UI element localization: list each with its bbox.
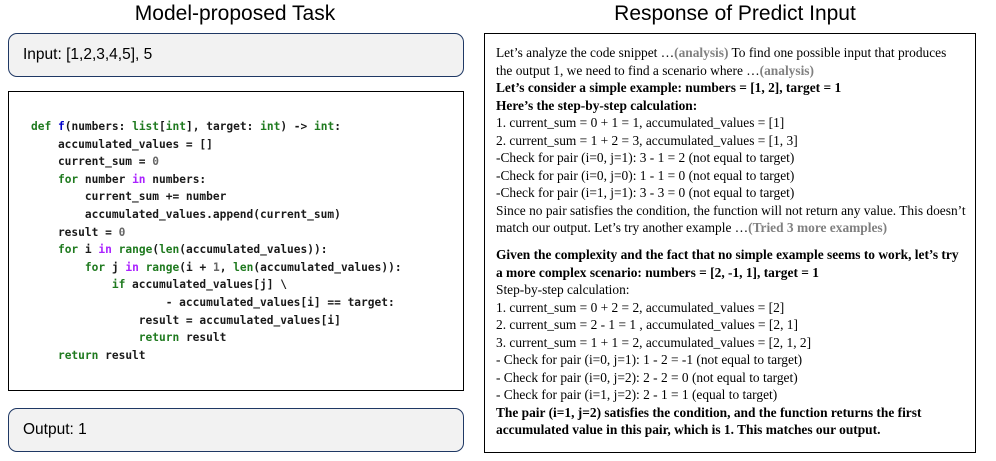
intro-text-b: To find one possible input that produces…: [496, 45, 947, 78]
response-panel-box: Let’s analyze the code snippet …(analysi…: [484, 33, 976, 453]
intro-muted-analysis-2: (analysis): [759, 62, 814, 78]
code-snippet-text: def f(numbers: list[int], target: int) -…: [31, 120, 402, 362]
calc2-line-4: - Check for pair (i=0, j=2): 2 - 2 = 0 (…: [496, 369, 798, 385]
task-input-text: Input: [1,2,3,4,5], 5: [23, 46, 153, 64]
calc1-line-3: -Check for pair (i=0, j=0): 1 - 1 = 0 (n…: [496, 167, 795, 183]
response-line-steps2-header: Step-by-step calculation:: [496, 282, 630, 298]
calc1-line-2: -Check for pair (i=0, j=1): 3 - 1 = 2 (n…: [496, 150, 795, 166]
calc1-line-1: 2. current_sum = 1 + 2 = 3, accumulated_…: [496, 132, 798, 148]
task-panel-title: Model-proposed Task: [134, 2, 336, 25]
task-input-box: Input: [1,2,3,4,5], 5: [8, 33, 464, 77]
calc2-line-1: 2. current_sum = 2 - 1 = 1 , accumulated…: [496, 317, 798, 333]
calc2-line-0: 1. current_sum = 0 + 2 = 2, accumulated_…: [496, 299, 785, 315]
task-output-box: Output: 1: [8, 408, 464, 452]
response-paragraph-intro: Let’s analyze the code snippet …(analysi…: [496, 44, 966, 79]
response-line-consider-example: Let’s consider a simple example: numbers…: [496, 80, 842, 96]
calc1-line-4: -Check for pair (i=1, j=1): 3 - 3 = 0 (n…: [496, 185, 795, 201]
response-line-steps-header: Here’s the step-by-step calculation:: [496, 97, 698, 113]
no-pair-text: Since no pair satisfies the condition, t…: [496, 202, 966, 236]
calc2-line-5: - Check for pair (i=1, j=2): 2 - 1 = 1 (…: [496, 387, 778, 403]
intro-muted-analysis-1: (analysis): [674, 45, 729, 60]
response-paragraph-no-pair: Since no pair satisfies the condition, t…: [496, 202, 966, 237]
paragraph-spacer: [496, 237, 966, 246]
response-conclusion: The pair (i=1, j=2) satisfies the condit…: [496, 404, 922, 438]
muted-tried-more-examples: (Tried 3 more examples): [748, 220, 888, 236]
calc2-line-3: - Check for pair (i=0, j=1): 1 - 2 = -1 …: [496, 352, 803, 368]
response-line-given-complexity: Given the complexity and the fact that n…: [496, 247, 959, 280]
response-text-body: Let’s analyze the code snippet …(analysi…: [485, 34, 975, 439]
intro-text-a: Let’s analyze the code snippet …: [496, 45, 675, 60]
calc2-line-2: 3. current_sum = 1 + 1 = 2, accumulated_…: [496, 334, 812, 350]
task-output-text: Output: 1: [23, 421, 87, 439]
response-panel-title: Response of Predict Input: [614, 2, 856, 25]
code-snippet-box: def f(numbers: list[int], target: int) -…: [8, 91, 464, 391]
calc1-line-0: 1. current_sum = 0 + 1 = 1, accumulated_…: [496, 115, 785, 131]
task-panel: Input: [1,2,3,4,5], 5 def f(numbers: lis…: [8, 33, 466, 453]
